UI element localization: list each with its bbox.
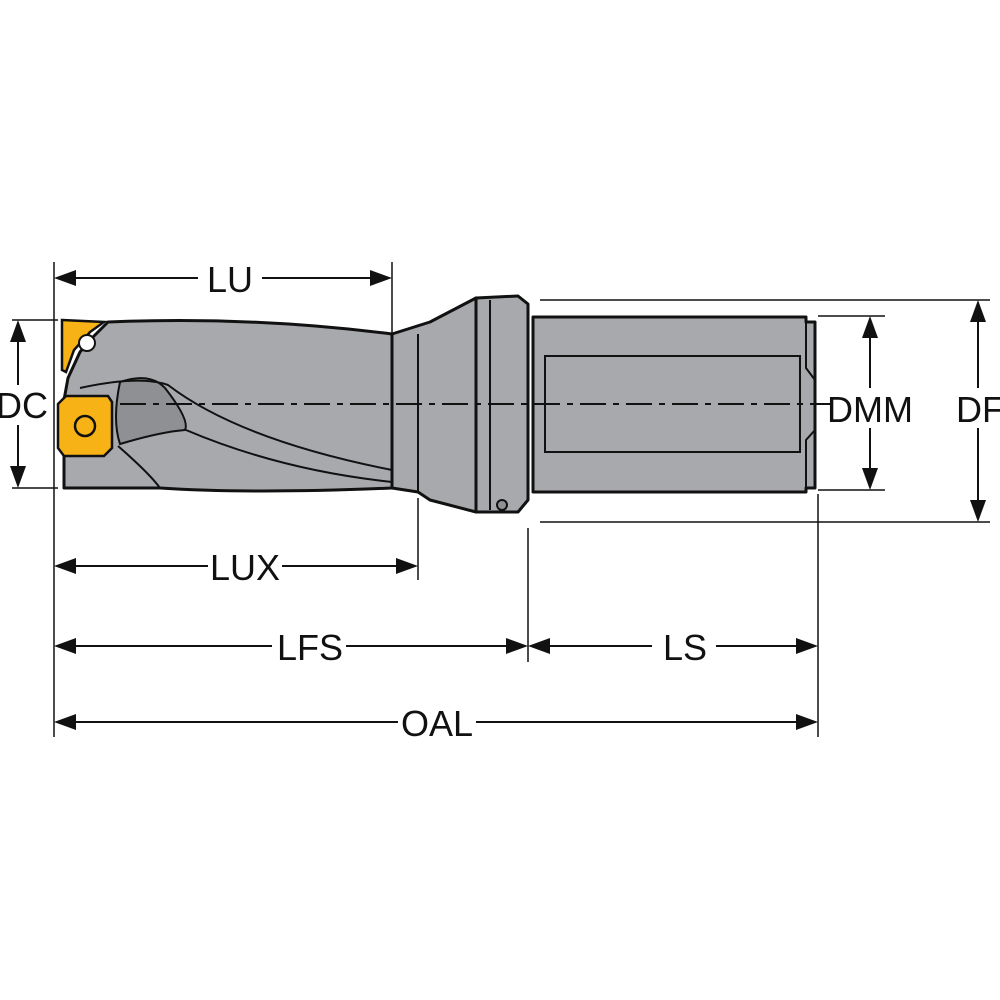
drill-tool: [56, 294, 830, 514]
shank-flat: [544, 355, 801, 453]
label-dmm: DMM: [827, 389, 913, 430]
dimension-ls: LS: [528, 627, 818, 668]
top-insert: [60, 318, 108, 374]
flange-screw-hole: [496, 499, 508, 511]
label-dc: DC: [0, 385, 48, 426]
label-lfs: LFS: [277, 627, 343, 668]
label-ls: LS: [663, 627, 707, 668]
fluted-body: [62, 319, 394, 493]
label-oal: OAL: [401, 703, 473, 744]
dimension-dmm: DMM: [827, 316, 913, 490]
dimension-lux: LUX: [54, 547, 418, 588]
label-df: DF: [956, 389, 1000, 430]
dimension-dc: DC: [0, 320, 48, 488]
flute-channel: [79, 379, 393, 471]
dimension-oal: OAL: [54, 703, 818, 744]
dimension-lfs: LFS: [54, 627, 528, 668]
label-lux: LUX: [210, 547, 280, 588]
bottom-insert-screw: [73, 414, 97, 438]
top-insert-screw: [78, 334, 96, 352]
flute-channel-3: [185, 429, 393, 483]
extension-lines: [12, 262, 990, 737]
label-lu: LU: [207, 259, 253, 300]
shank-groove: [805, 322, 816, 488]
dimension-df: DF: [956, 300, 1000, 522]
flute-channel-2: [117, 445, 161, 489]
dimension-lu: LU: [54, 259, 392, 300]
